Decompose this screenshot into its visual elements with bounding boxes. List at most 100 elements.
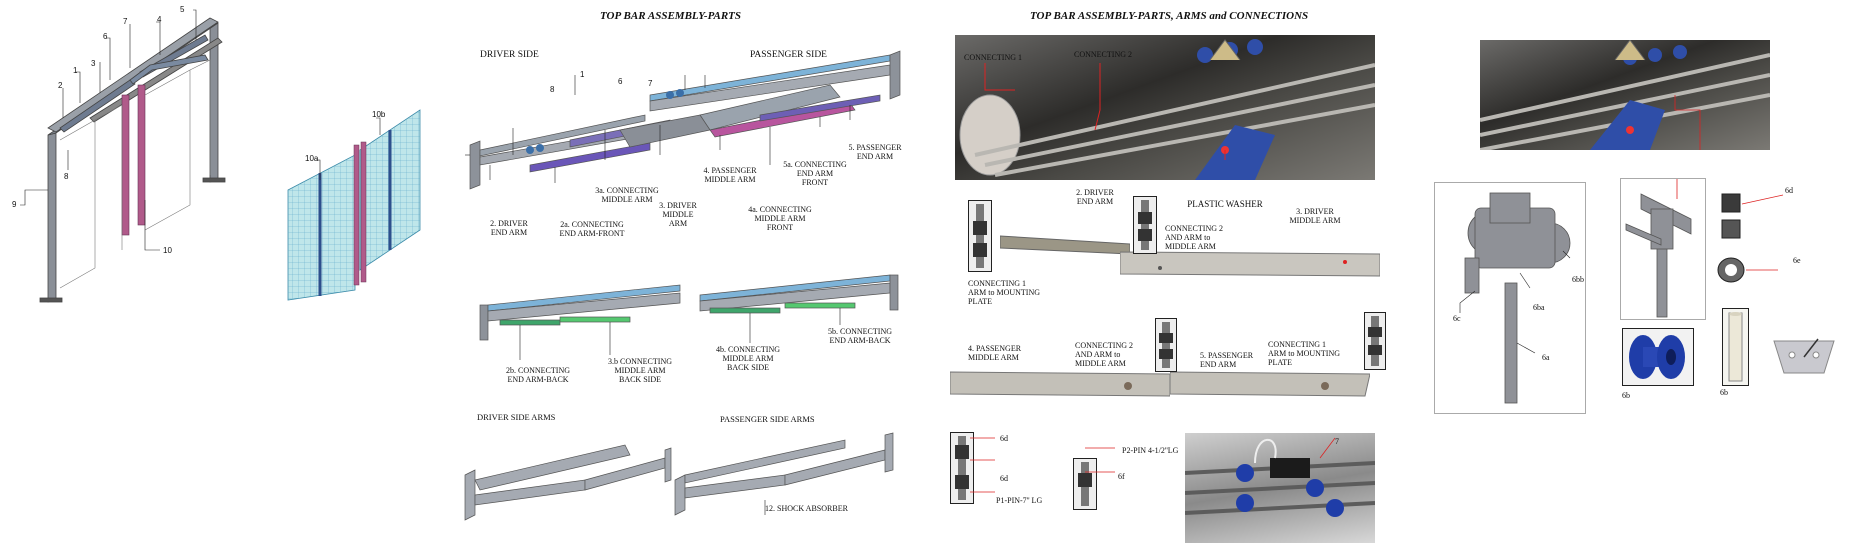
pin-shape-5 [955, 436, 969, 500]
door-panel-drawing [287, 109, 421, 301]
roller-photo-drawing [1185, 437, 1375, 517]
passenger-middle-arm-label: 4. PASSENGER MIDDLE ARM [703, 166, 757, 184]
sleeve-drawing [1728, 312, 1743, 382]
pin-shape-1 [973, 204, 987, 268]
frame-label-7: 7 [123, 17, 128, 26]
side-arms-drawing [464, 432, 894, 521]
conn-end-arm-back2-label: 5b. CONNECTING END ARM-BACK [828, 327, 892, 345]
p1-pin-label: P1-PIN-7'' LG [996, 496, 1043, 505]
parts-label-7: 7 [648, 79, 653, 88]
pin-shape-3 [1159, 322, 1173, 368]
driver-end-arm-photo [1000, 232, 1130, 262]
connecting1-label: CONNECTING 1 [964, 53, 1022, 62]
frame-label-1: 1 [73, 66, 78, 75]
frame-label-10a: 10a [305, 154, 319, 163]
passenger-middle-arm-photo [950, 368, 1170, 400]
connecting-photo-drawing [959, 39, 1375, 180]
conn-end-arm-front2-label: 5a. CONNECTING END ARM FRONT [783, 160, 847, 187]
detail-label-6a: 6a [1542, 353, 1550, 362]
frame-label-10: 10 [163, 246, 172, 255]
passenger-end-arm-shape [1170, 371, 1370, 397]
detail-photo [1480, 40, 1770, 150]
conn-middle-arm-front-label: 4a. CONNECTING MIDDLE ARM FRONT [748, 205, 812, 232]
conn-end-arm-front-label: 2a. CONNECTING END ARM-FRONT [559, 220, 625, 238]
top-bar-back-drawing [479, 274, 899, 360]
roller-label-7: 7 [1335, 437, 1339, 446]
frame-label-9: 9 [12, 200, 17, 209]
frame-diagram: 1 2 3 4 5 6 7 8 9 10 [0, 0, 280, 320]
t-bracket-drawing [1625, 179, 1692, 318]
small-parts-drawing [1717, 193, 1784, 283]
conn2-middle-b-label: CONNECTING 2 AND ARM to MIDDLE ARM [1075, 341, 1133, 368]
blue-roller-drawing [1629, 335, 1685, 379]
parts-label-1: 1 [580, 70, 585, 79]
frame-label-5: 5 [180, 5, 185, 14]
parts-label-6: 6 [618, 77, 623, 86]
shock-absorber-label: 12. SHOCK ABSORBER [765, 504, 848, 513]
arm-driver-end-label: 2. DRIVER END ARM [1076, 188, 1114, 206]
parts-label-8: 8 [550, 85, 555, 94]
driver-middle-arm-shape [1120, 251, 1380, 277]
detail-label-6ba: 6ba [1533, 303, 1545, 312]
detail-label-6d: 6d [1785, 186, 1793, 195]
t-bracket-panel [1620, 178, 1706, 320]
blue-roller-photo [1622, 328, 1694, 386]
pin-photo-4 [1364, 312, 1386, 370]
roller-assembly-panel [1434, 182, 1586, 414]
pin-leaders [970, 437, 1115, 493]
detail-label-6b-b: 6b [1720, 388, 1728, 397]
pin-photo-6 [1073, 458, 1097, 510]
roller-assembly-drawing [1459, 192, 1571, 404]
pin-label-6f: 6f [1118, 472, 1125, 481]
detail-label-6b-a: 6b [1622, 391, 1630, 400]
passenger-side-arms-title: PASSENGER SIDE ARMS [720, 414, 815, 424]
frame-drawing [20, 9, 226, 303]
frame-label-3: 3 [91, 59, 96, 68]
pin-shape-2 [1138, 200, 1152, 250]
detail-photo-drawing [1480, 40, 1770, 150]
conn-end-arm-back-label: 2b. CONNECTING END ARM-BACK [506, 366, 570, 384]
conn2-middle-label: CONNECTING 2 AND ARM to MIDDLE ARM [1165, 224, 1223, 251]
driver-middle-arm-photo [1120, 248, 1380, 280]
door-panel-diagram: 10a 10b [280, 100, 430, 301]
passenger-side-title: PASSENGER SIDE [750, 50, 827, 60]
frame-label-4: 4 [157, 15, 162, 24]
driver-end-arm-label: 2. DRIVER END ARM [490, 219, 528, 237]
driver-end-arm-shape [1000, 235, 1130, 255]
conn-middle-arm-label: 3a. CONNECTING MIDDLE ARM [595, 186, 659, 204]
plastic-washer-label: PLASTIC WASHER [1187, 199, 1263, 209]
detail-label-6c: 6c [1453, 314, 1461, 323]
frame-label-10b: 10b [372, 110, 386, 119]
detail-label-6e: 6e [1793, 256, 1801, 265]
frame-label-8: 8 [64, 172, 69, 181]
pin-photo-3 [1155, 318, 1177, 372]
pin-label-6d-a: 6d [1000, 434, 1008, 443]
passenger-end-arm-label: 5. PASSENGER END ARM [848, 143, 902, 161]
parts-header: TOP BAR ASSEMBLY-PARTS [600, 10, 742, 22]
conn-middle-arm-back2-label: 4b. CONNECTING MIDDLE ARM BACK SIDE [716, 345, 780, 372]
arm-passenger-end-label: 5. PASSENGER END ARM [1200, 351, 1254, 369]
conn-middle-arm-back-label: 3.b CONNECTING MIDDLE ARM BACK SIDE [608, 357, 672, 384]
pin-photo-2 [1133, 196, 1157, 254]
detail-label-6bb: 6bb [1572, 275, 1584, 284]
top-bar-assembly-drawing [465, 50, 901, 190]
frame-label-6: 6 [103, 32, 108, 41]
roller-photo [1185, 433, 1375, 543]
pin-label-6d-b: 6d [1000, 474, 1008, 483]
arm-driver-middle-label: 3. DRIVER MIDDLE ARM [1289, 207, 1341, 225]
frame-label-2: 2 [58, 81, 63, 90]
driver-side-arms-title: DRIVER SIDE ARMS [477, 412, 556, 422]
pin-shape-6 [1078, 462, 1092, 506]
arms-header: TOP BAR ASSEMBLY-PARTS, ARMS and CONNECT… [1030, 10, 1309, 22]
p2-pin-label: P2-PIN 4-1/2''LG [1122, 446, 1179, 455]
sleeve-photo [1722, 308, 1749, 386]
pin-photo-1 [968, 200, 992, 272]
mounting-plate-drawing [1773, 338, 1835, 374]
conn1-mounting-label: CONNECTING 1 ARM to MOUNTING PLATE [968, 279, 1040, 306]
pin-shape-4 [1368, 316, 1382, 366]
passenger-end-arm-photo [1170, 368, 1370, 400]
driver-side-title: DRIVER SIDE [480, 50, 539, 60]
conn1-mounting-b-label: CONNECTING 1 ARM to MOUNTING PLATE [1268, 340, 1340, 367]
connecting-photo [955, 35, 1375, 180]
connecting2-label: CONNECTING 2 [1074, 50, 1132, 59]
